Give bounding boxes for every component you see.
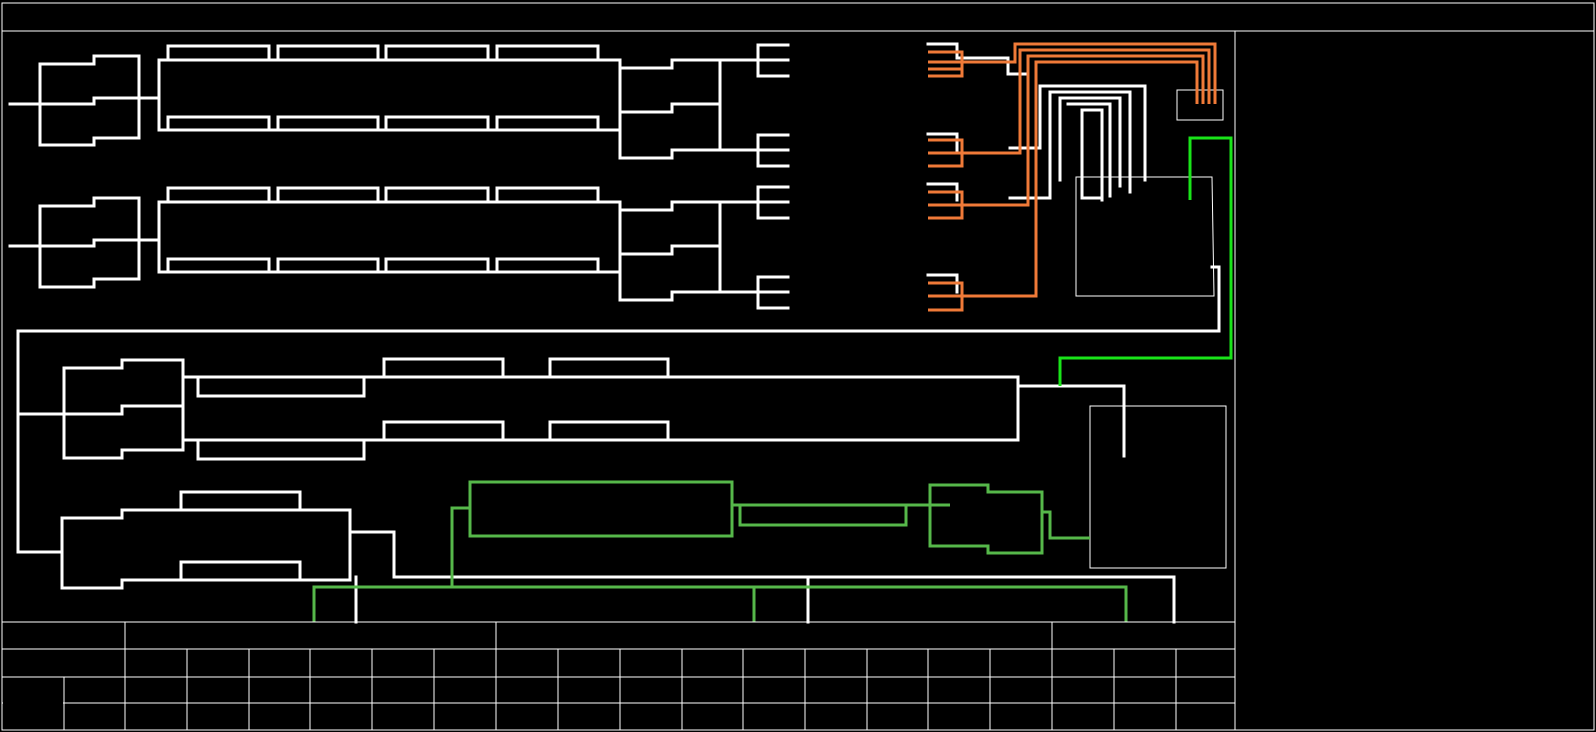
upper-block-1 [8, 43, 790, 168]
link-bright-green [1058, 136, 1233, 386]
green-circuit [312, 480, 1128, 622]
lower-block [60, 490, 1176, 624]
title-block-table [1, 621, 1236, 731]
middle-block [16, 357, 1227, 569]
connector-group-white [16, 42, 1224, 554]
connector-group-orange [928, 42, 1217, 312]
upper-block-2 [8, 185, 790, 310]
